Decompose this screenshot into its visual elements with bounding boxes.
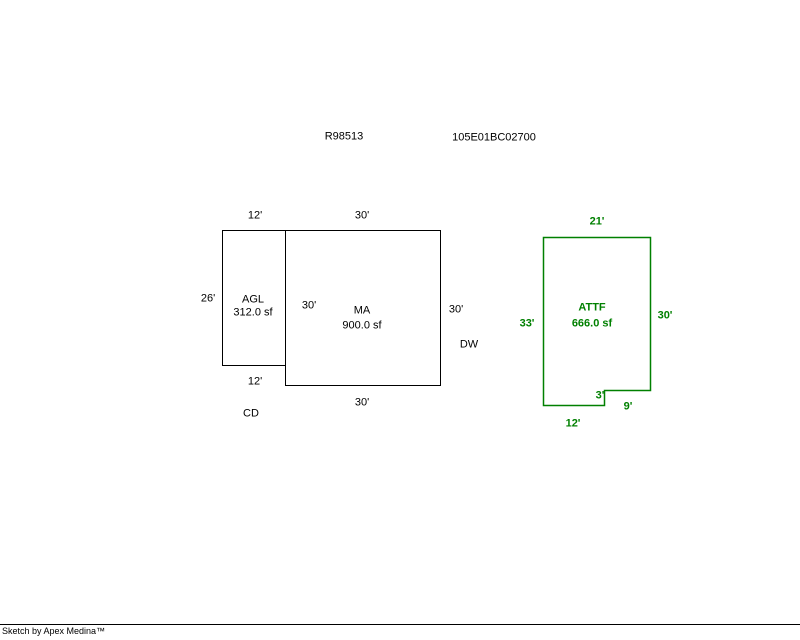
agl-dim-left: 26' xyxy=(200,292,216,305)
cd-note: CD xyxy=(243,407,259,420)
ma-area-label: MA xyxy=(353,304,371,317)
attf-dim-top: 21' xyxy=(589,215,605,228)
attf-area-sqft: 666.0 sf xyxy=(571,317,613,330)
attf-outline xyxy=(542,236,652,407)
agl-area-label: AGL xyxy=(241,293,265,306)
attf-dim-bottom: 12' xyxy=(565,417,581,430)
ma-dim-left: 30' xyxy=(301,299,317,312)
attf-dim-right: 30' xyxy=(657,309,673,322)
attf-area-label: ATTF xyxy=(578,301,606,314)
attf-dim-notch-vertical: 3' xyxy=(595,389,605,402)
ma-dim-right: 30' xyxy=(448,303,464,316)
dw-note: DW xyxy=(459,338,479,351)
agl-dim-top: 12' xyxy=(247,209,263,222)
ma-dim-top: 30' xyxy=(354,209,370,222)
sketch-id-label: R98513 xyxy=(324,130,364,143)
agl-area-sqft: 312.0 sf xyxy=(233,306,273,319)
footer-credit: Sketch by Apex Medina™ xyxy=(2,626,106,636)
attf-dim-left: 33' xyxy=(519,317,535,330)
agl-dim-bottom: 12' xyxy=(247,375,263,388)
parcel-id-label: 105E01BC02700 xyxy=(452,131,536,144)
attf-dim-notch-horizontal: 9' xyxy=(623,400,633,413)
ma-dim-bottom: 30' xyxy=(354,396,370,409)
ma-outline xyxy=(285,230,441,386)
ma-area-sqft: 900.0 sf xyxy=(342,319,382,332)
